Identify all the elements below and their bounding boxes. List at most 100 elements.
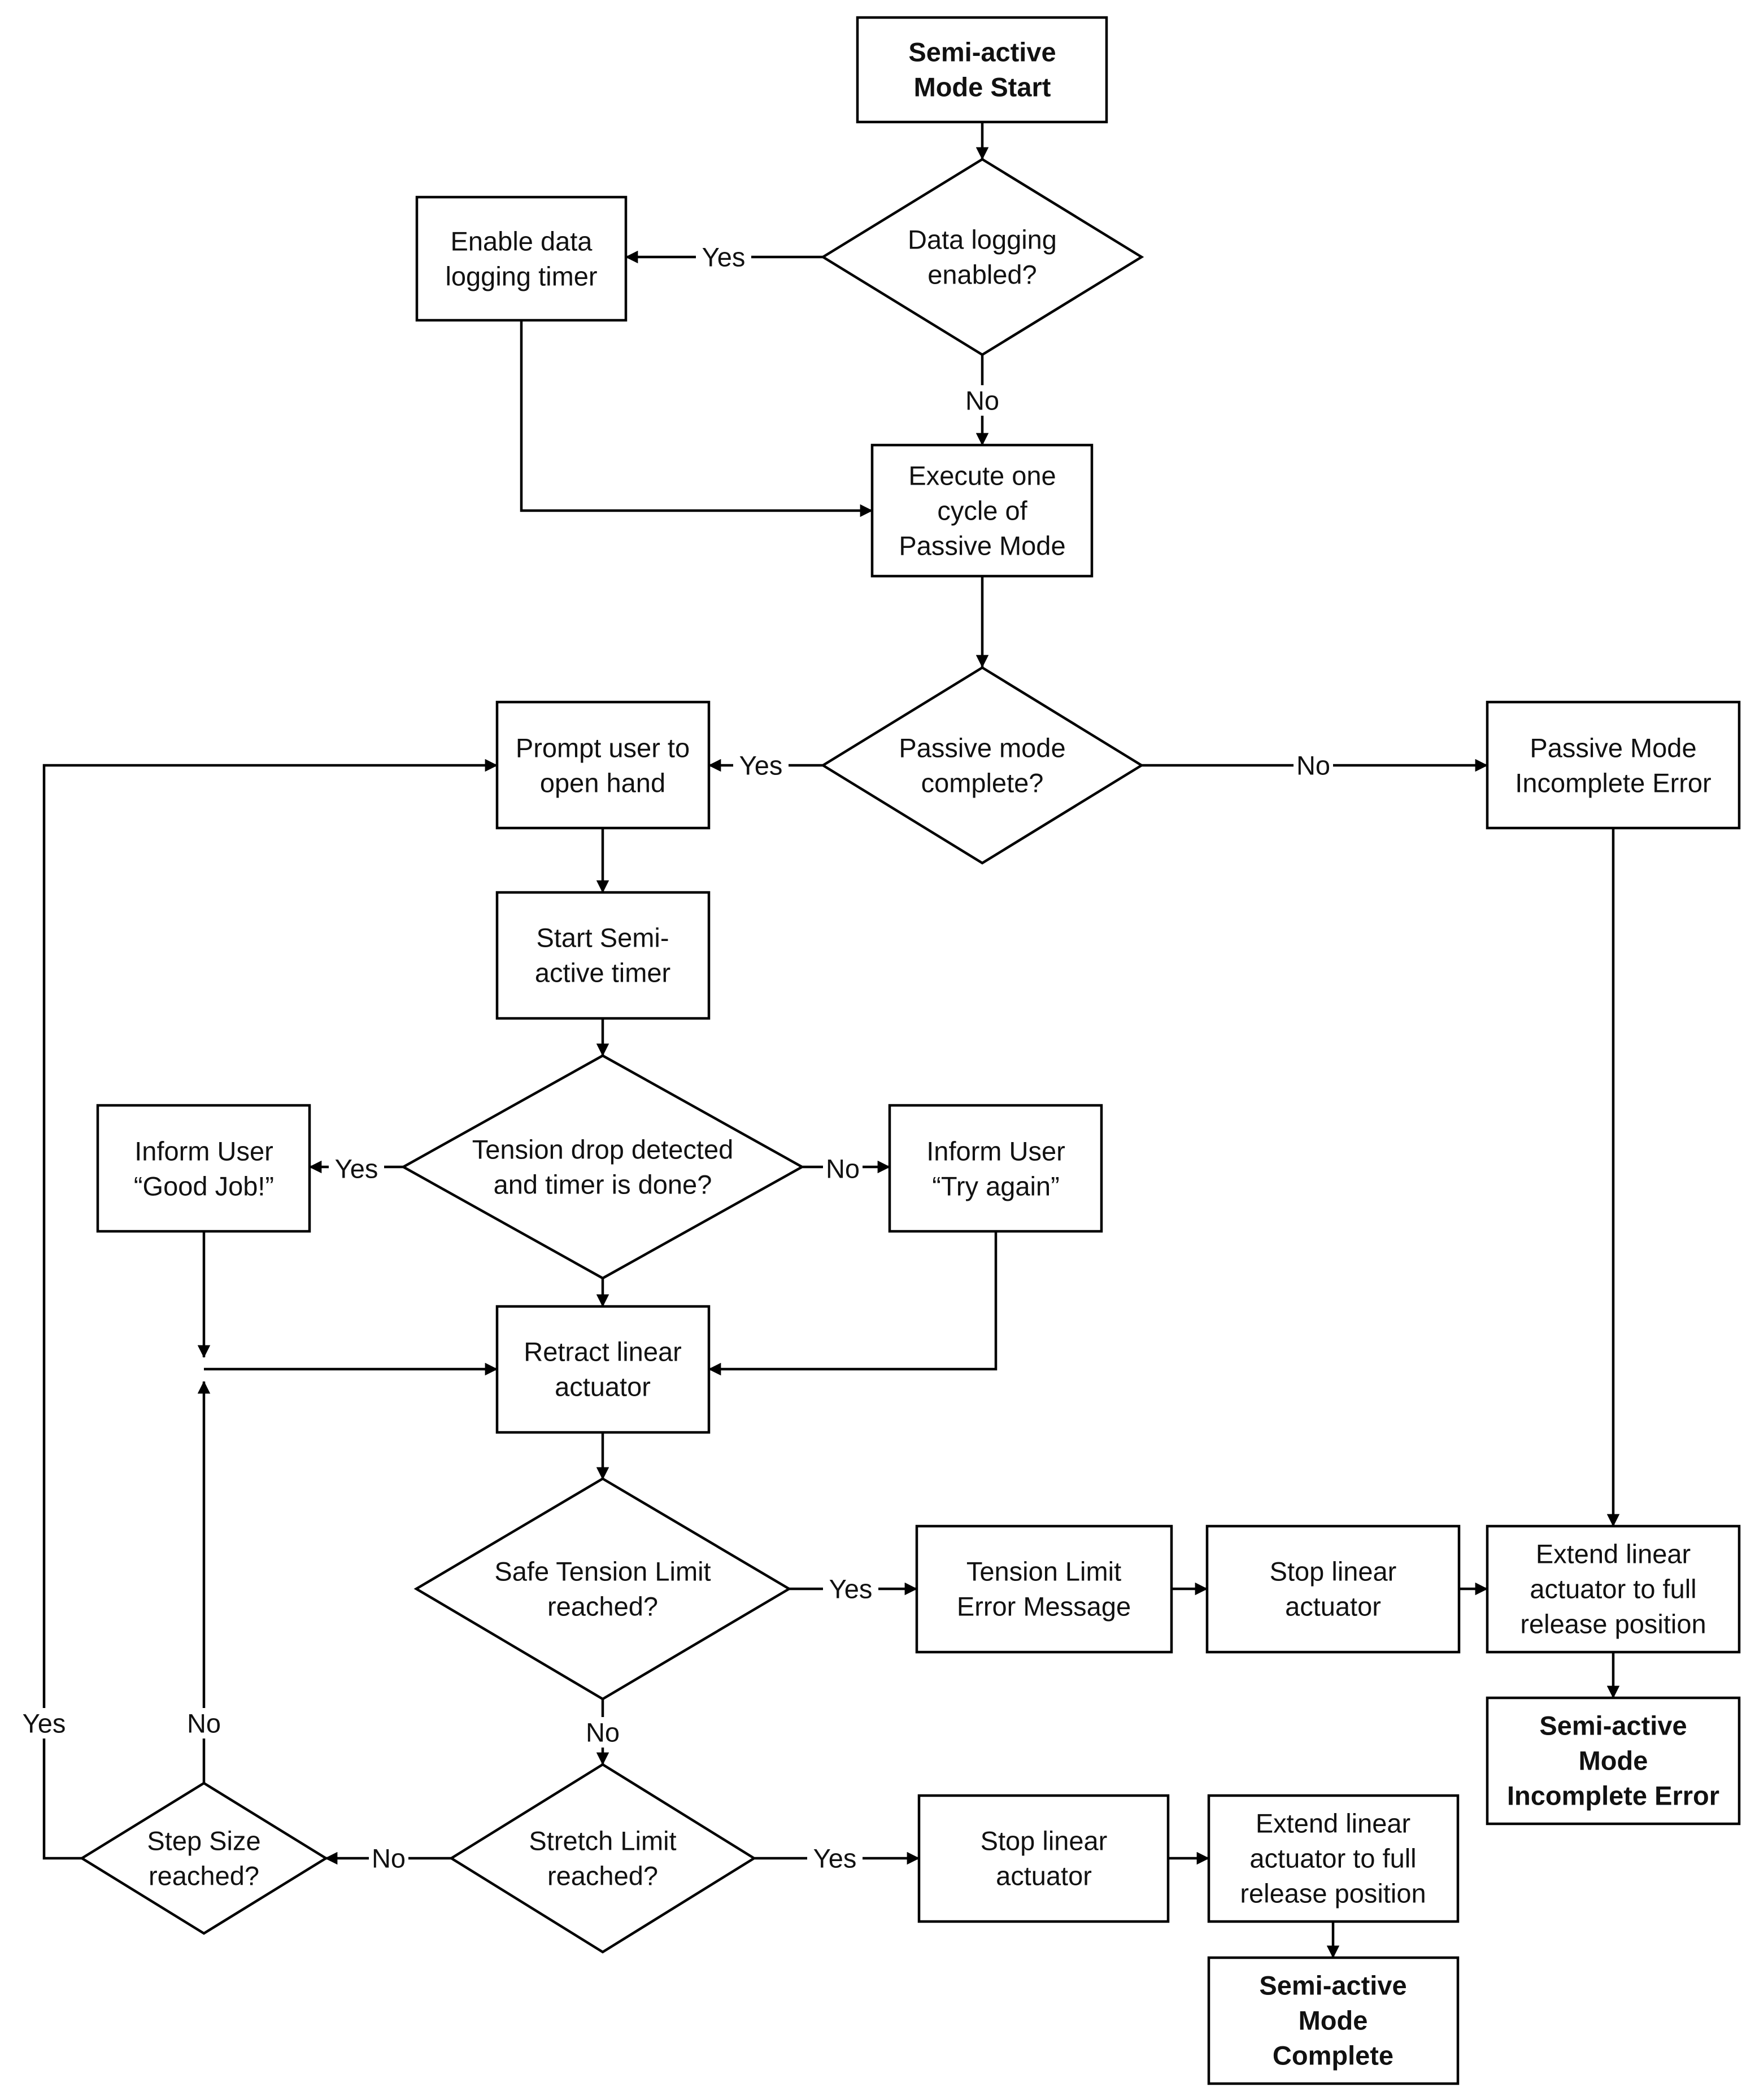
process-box-semi-incomplete (1486, 1696, 1741, 1825)
process-box-inform-try (888, 1104, 1103, 1233)
node-text-line: Extend linear (1256, 1809, 1410, 1838)
edge-label-background (583, 1717, 622, 1748)
process-box-extend-2 (1207, 1794, 1460, 1923)
node-text-line: Inform User (134, 1136, 273, 1166)
edge-label-logging-no: No (965, 386, 999, 416)
node-text-line: Passive Mode (899, 531, 1065, 561)
node-text-line: cycle of (937, 496, 1027, 526)
edge-label-tension-yes: Yes (335, 1154, 378, 1184)
node-text-line: Mode (1299, 2006, 1368, 2036)
edge-label-background (733, 750, 789, 781)
node-text-line: Inform User (926, 1136, 1065, 1166)
process-box-stop-2 (917, 1794, 1170, 1923)
node-text-line: actuator (1285, 1592, 1381, 1622)
node-text-line: logging timer (445, 262, 597, 291)
process-box-start (856, 16, 1108, 124)
edge-label-stretch-yes: Yes (813, 1844, 857, 1874)
edge-label-stretch-no: No (372, 1844, 406, 1874)
decision-diamond-d-logging (820, 158, 1144, 356)
edge-label-background (823, 1153, 863, 1184)
node-text-line: Start Semi- (536, 923, 669, 953)
node-text-line: and timer is done? (494, 1170, 712, 1200)
node-text-line: Enable data (451, 226, 593, 256)
node-stop-2: Stop linear actuator (917, 1794, 1170, 1923)
edge-label-step-yes: Yes (23, 1709, 66, 1739)
edge-label-passive-yes: Yes (739, 751, 783, 781)
edge-label-background (823, 1574, 878, 1604)
decision-diamond-d-stretch (448, 1763, 757, 1954)
node-d-safe-tension: Safe Tension Limit reached? (413, 1477, 792, 1701)
node-text-line: Incomplete Error (1515, 768, 1711, 798)
node-text-line: Execute one (908, 461, 1056, 491)
edge-try-to-retract (708, 1231, 998, 1376)
process-box-inform-good (96, 1104, 311, 1233)
decision-diamond-d-safe-tension (413, 1477, 792, 1701)
process-box-retract (495, 1305, 711, 1434)
node-extend-2: Extend linear actuator to full release pos… (1207, 1794, 1460, 1923)
node-text-line: Semi-active (908, 37, 1056, 67)
process-box-prompt-open (495, 700, 711, 830)
node-text-line: Retract linear (524, 1337, 682, 1367)
node-text-line: Stop linear (1270, 1557, 1397, 1587)
node-text-line: Error Message (957, 1592, 1131, 1622)
node-text-line: Semi-active (1259, 1971, 1406, 2001)
node-text-line: release position (1520, 1609, 1706, 1639)
node-text-line: actuator (996, 1861, 1092, 1891)
node-stop-1: Stop linear actuator (1205, 1524, 1461, 1654)
edge-label-safe-no: No (586, 1718, 620, 1748)
node-text-line: reached? (547, 1861, 658, 1891)
node-inform-try: Inform User “Try again” (888, 1104, 1103, 1233)
edge-label-background (184, 1708, 224, 1739)
node-text-line: Extend linear (1536, 1539, 1691, 1569)
node-text-line: Passive Mode (1530, 733, 1696, 763)
node-text-line: actuator to full (1249, 1844, 1416, 1874)
node-text-line: open hand (540, 768, 665, 798)
process-box-exec-passive (870, 443, 1094, 578)
edge-enable-to-exec (520, 320, 873, 517)
process-box-tension-error (915, 1524, 1173, 1654)
node-text-line: enabled? (927, 260, 1037, 290)
node-text-line: reached? (547, 1592, 658, 1622)
edge-label-background (696, 242, 751, 272)
process-box-start-semi-timer (495, 891, 711, 1020)
edge-label-background (807, 1843, 863, 1874)
node-text-line: Mode (1579, 1746, 1648, 1776)
edge-label-background (16, 1708, 72, 1739)
node-text-line: release position (1240, 1879, 1426, 1909)
node-text-line: Complete (1273, 2041, 1393, 2071)
process-box-extend-1 (1486, 1524, 1741, 1654)
node-inform-good: Inform User “Good Job!” (96, 1104, 311, 1233)
decision-diamond-d-passive-complete (820, 666, 1144, 865)
node-exec-passive: Execute one cycle of Passive Mode (870, 443, 1094, 578)
decision-diamond-d-tension-drop (400, 1054, 805, 1280)
node-text-line: Tension Limit (966, 1557, 1121, 1587)
node-text-line: Stop linear (981, 1826, 1108, 1856)
node-text-line: reached? (149, 1861, 259, 1891)
node-text-line: “Good Job!” (134, 1171, 274, 1201)
process-box-semi-complete (1207, 1956, 1460, 2085)
edge-label-background (369, 1843, 408, 1874)
edge-label-step-no: No (187, 1709, 221, 1739)
node-text-line: Safe Tension Limit (494, 1557, 711, 1587)
node-text-line: active timer (535, 958, 670, 988)
edge-step-yes-loop-to-prompt (42, 759, 498, 1860)
node-text-line: “Try again” (932, 1171, 1059, 1201)
edge-label-safe-yes: Yes (829, 1574, 873, 1604)
process-box-stop-1 (1205, 1524, 1461, 1654)
node-text-line: Tension drop detected (472, 1135, 734, 1165)
node-text-line: Passive mode (899, 733, 1065, 763)
